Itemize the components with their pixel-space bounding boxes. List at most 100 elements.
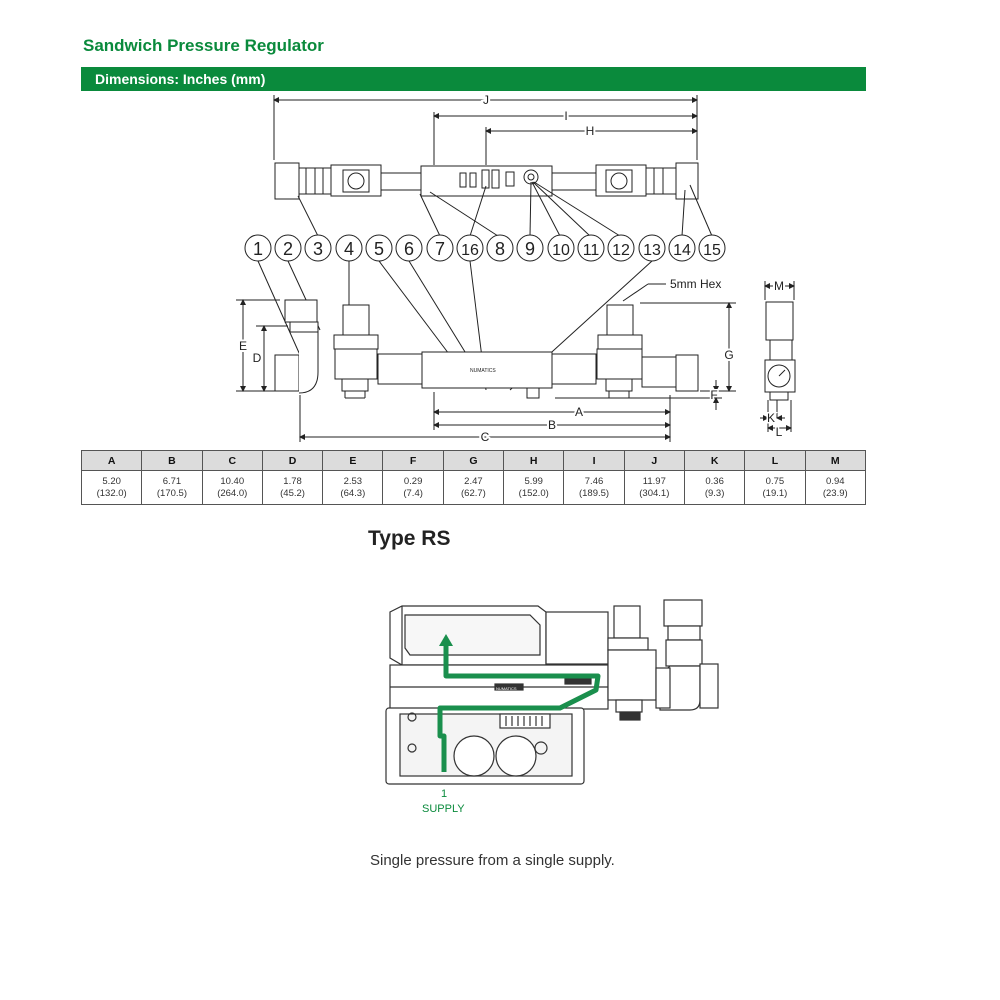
svg-text:2: 2 xyxy=(283,239,293,259)
value-inches: 5.20 xyxy=(102,475,121,487)
callout-6: 6 xyxy=(395,234,423,262)
dim-label-j: J xyxy=(483,93,489,107)
value-inches: 7.46 xyxy=(584,475,604,487)
type-rs-illustration xyxy=(385,599,719,785)
svg-text:16: 16 xyxy=(461,242,479,259)
dim-label-d: D xyxy=(253,351,262,365)
value-mm: (7.4) xyxy=(403,487,423,499)
header-cell: A xyxy=(80,450,143,471)
value-inches: 6.71 xyxy=(162,475,182,487)
dim-label-h: H xyxy=(586,124,595,138)
svg-text:8: 8 xyxy=(495,239,505,259)
value-inches: 1.78 xyxy=(283,475,302,487)
value-mm: (189.5) xyxy=(578,487,610,499)
hex-label: 5mm Hex xyxy=(670,277,721,291)
brand-mark-sandwich: NUMATICS xyxy=(496,686,517,691)
front-view xyxy=(236,260,736,442)
brand-mark-front: NUMATICS xyxy=(470,368,496,374)
callout-4: 4 xyxy=(335,234,363,262)
value-inches: 0.94 xyxy=(826,475,845,487)
callout-8: 8 xyxy=(486,234,514,262)
callout-16: 16 xyxy=(456,234,484,262)
value-inches: 2.53 xyxy=(343,475,363,487)
header-cell: H xyxy=(503,450,565,471)
supply-flow-path xyxy=(437,646,601,772)
side-dim-letters: M K L xyxy=(765,277,786,441)
dim-label-g: G xyxy=(724,348,733,362)
svg-text:14: 14 xyxy=(673,242,691,259)
dim-label-c: C xyxy=(481,430,490,444)
supply-port-label: SUPPLY xyxy=(422,803,465,815)
callout-14: 14 xyxy=(668,234,696,262)
callout-5: 5 xyxy=(365,234,393,262)
value-cell: 10.40(264.0) xyxy=(201,470,263,505)
dim-label-i: I xyxy=(564,109,567,123)
dim-label-b: B xyxy=(548,418,556,432)
value-cell: 7.46(189.5) xyxy=(563,470,625,505)
header-cell: M xyxy=(804,450,867,471)
callout-3: 3 xyxy=(304,234,332,262)
table-values-row: 5.20(132.0) 6.71(170.5) 10.40(264.0) 1.7… xyxy=(80,470,867,505)
header-cell: K xyxy=(683,450,746,471)
value-cell: 2.47(62.7) xyxy=(442,470,505,505)
svg-text:1: 1 xyxy=(253,239,263,259)
type-rs-title: Type RS xyxy=(368,527,451,550)
value-cell: 5.99(152.0) xyxy=(503,470,565,505)
value-mm: (132.0) xyxy=(96,487,127,499)
section-header-band: Dimensions: Inches (mm) xyxy=(81,67,866,91)
callout-9: 9 xyxy=(516,234,544,262)
value-cell: 0.29(7.4) xyxy=(382,470,444,505)
side-view xyxy=(760,281,796,432)
callout-7: 7 xyxy=(426,234,454,262)
svg-text:12: 12 xyxy=(612,242,630,259)
value-cell: 5.20(132.0) xyxy=(80,470,143,505)
header-cell: I xyxy=(563,450,625,471)
supply-port-number: 1 xyxy=(441,788,448,800)
value-cell: 2.53(64.3) xyxy=(322,470,384,505)
value-cell: 0.36(9.3) xyxy=(683,470,746,505)
callout-12: 12 xyxy=(607,234,635,262)
value-mm: (9.3) xyxy=(704,487,725,499)
front-dim-letters: E D G F A B C xyxy=(237,337,736,446)
value-mm: (23.9) xyxy=(822,487,848,499)
value-inches: 0.29 xyxy=(403,475,423,487)
value-cell: 0.94(23.9) xyxy=(804,470,867,505)
table-header-row: A B C D E F G H I J K L M xyxy=(80,450,867,471)
top-dim-letters: J I H xyxy=(481,91,596,140)
value-inches: 0.75 xyxy=(765,475,785,487)
header-cell: B xyxy=(141,450,203,471)
svg-text:13: 13 xyxy=(643,242,661,259)
svg-text:9: 9 xyxy=(525,239,535,259)
header-cell: L xyxy=(744,450,806,471)
value-mm: (264.0) xyxy=(217,487,248,499)
value-inches: 10.40 xyxy=(220,475,245,487)
header-cell: J xyxy=(623,450,685,471)
dim-label-k: K xyxy=(767,411,775,425)
value-cell: 6.71(170.5) xyxy=(141,470,203,505)
dim-label-m: M xyxy=(774,279,784,293)
callout-row: 1 2 3 4 5 6 7 16 8 9 10 11 12 13 14 15 xyxy=(244,234,726,262)
callout-15: 15 xyxy=(698,234,726,262)
dim-label-a: A xyxy=(575,405,583,419)
header-cell: F xyxy=(382,450,444,471)
callout-13: 13 xyxy=(638,234,666,262)
callout-11: 11 xyxy=(577,234,605,262)
svg-text:10: 10 xyxy=(552,242,570,259)
flow-arrow-head xyxy=(439,634,453,646)
section-header: Dimensions: Inches (mm) xyxy=(95,71,266,87)
svg-text:3: 3 xyxy=(313,239,323,259)
dim-label-f: F xyxy=(710,388,717,402)
header-cell: E xyxy=(322,450,384,471)
header-cell: G xyxy=(442,450,505,471)
value-mm: (45.2) xyxy=(280,487,305,499)
value-mm: (152.0) xyxy=(518,487,549,499)
value-mm: (304.1) xyxy=(639,487,670,499)
value-cell: 0.75(19.1) xyxy=(744,470,806,505)
callout-10: 10 xyxy=(547,234,575,262)
svg-text:11: 11 xyxy=(583,242,600,259)
dimensions-table: A B C D E F G H I J K L M 5.20(132.0) 6.… xyxy=(80,450,867,505)
value-mm: (62.7) xyxy=(461,487,486,499)
value-cell: 11.97(304.1) xyxy=(623,470,685,505)
dim-label-e: E xyxy=(239,339,247,353)
